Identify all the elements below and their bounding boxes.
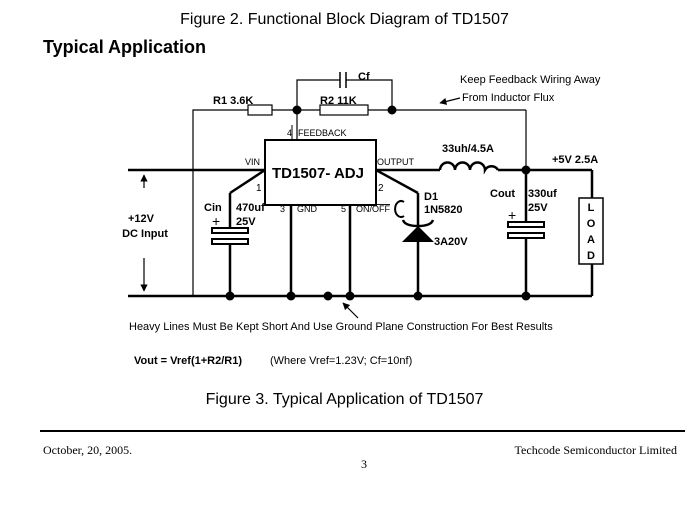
ic-label: TD1507- ADJ — [272, 165, 364, 182]
d1-rating-label: 3A20V — [434, 236, 468, 248]
feedback-note-line1: Keep Feedback Wiring Away — [460, 74, 601, 86]
output-voltage-label: +5V 2.5A — [552, 154, 598, 166]
feedback-pin-label: FEEDBACK — [298, 128, 347, 138]
power-wiring — [128, 168, 594, 298]
load-letter-o: O — [587, 218, 596, 230]
pin5-number: 5 — [341, 204, 346, 214]
cin-voltage-label: 25V — [236, 216, 256, 228]
circuit-diagram: Cf R1 3.6K R2 11K Keep Feedback Wiring A… — [122, 71, 604, 367]
feedback-note-line2: From Inductor Flux — [462, 92, 555, 104]
cf-label: Cf — [358, 71, 370, 83]
pin3-number: 3 — [280, 204, 285, 214]
vout-formula: Vout = Vref(1+R2/R1) — [134, 355, 242, 367]
load-letter-d: D — [587, 250, 595, 262]
footer-rule — [40, 430, 685, 432]
cout-plus-sign: + — [508, 207, 516, 223]
cin-capacitor — [211, 227, 249, 245]
load-letter-l: L — [588, 202, 595, 214]
output-pin-label: OUTPUT — [377, 157, 415, 167]
cin-plus-sign: + — [212, 213, 220, 229]
footer-company: Techcode Semiconductor Limited — [514, 443, 677, 457]
cin-value-label: 470uf — [236, 202, 265, 214]
input-dc-label: DC Input — [122, 228, 168, 240]
junction-dots — [225, 105, 531, 301]
load-letter-a: A — [587, 234, 595, 246]
onoff-pin-label: ON/OFF — [356, 204, 390, 214]
vin-pin-label: VIN — [245, 157, 260, 167]
r1-label: R1 3.6K — [213, 95, 253, 107]
cout-capacitor — [507, 221, 545, 239]
d1-part-label: 1N5820 — [424, 204, 463, 216]
cf-capacitor — [339, 72, 347, 88]
footer-date: October, 20, 2005. — [43, 443, 133, 457]
pin4-number: 4 — [287, 128, 292, 138]
d1-diode — [401, 219, 435, 242]
ground-plane-note: Heavy Lines Must Be Kept Short And Use G… — [129, 321, 553, 333]
inductor-coil — [438, 161, 500, 175]
r2-label: R2 11K — [320, 95, 357, 107]
cout-label: Cout — [490, 188, 515, 200]
ic-box — [264, 139, 377, 206]
figure-3-caption: Figure 3. Typical Application of TD1507 — [205, 391, 484, 408]
figure-2-caption: Figure 2. Functional Block Diagram of TD… — [180, 11, 509, 28]
input-voltage-label: +12V — [128, 213, 155, 225]
formula-note: (Where Vref=1.23V; Cf=10nf) — [270, 355, 412, 367]
pin1-number: 1 — [256, 183, 262, 194]
d1-label: D1 — [424, 191, 438, 203]
section-title: Typical Application — [43, 37, 207, 57]
inductor-label: 33uh/4.5A — [442, 143, 494, 155]
cout-value-label: 330uf — [528, 188, 557, 200]
cout-voltage-label: 25V — [528, 202, 548, 214]
cin-label: Cin — [204, 202, 222, 214]
r1-resistor — [247, 104, 273, 116]
r2-resistor — [319, 104, 369, 116]
page-number: 3 — [361, 457, 367, 471]
load-box — [578, 197, 604, 265]
gnd-pin-label: GND — [297, 204, 318, 214]
pin2-number: 2 — [378, 183, 384, 194]
onoff-bubble — [394, 200, 405, 218]
